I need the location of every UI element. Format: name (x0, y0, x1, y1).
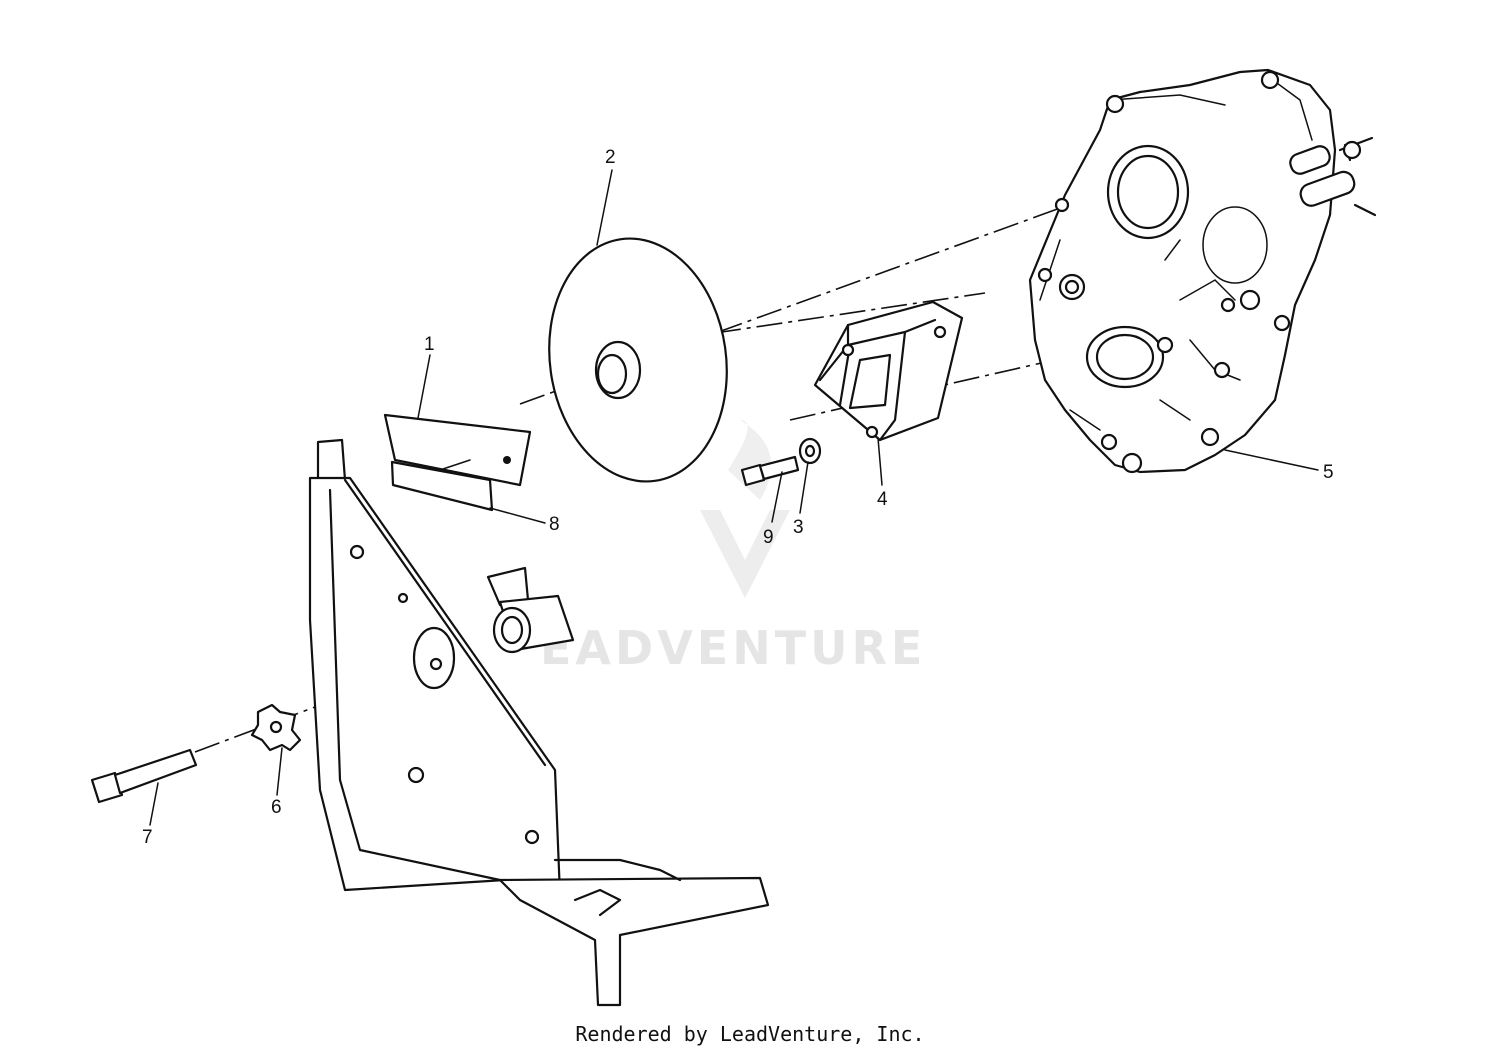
part-5-housing (1028, 68, 1377, 474)
part-3-washer (798, 437, 822, 465)
bushing (486, 566, 575, 654)
callout-9: 9 (763, 527, 774, 548)
watermark: EADVENTURE (540, 420, 926, 675)
watermark-logo-icon (700, 420, 790, 598)
part-6-star-washer (250, 703, 302, 752)
part-8-strip (390, 460, 494, 512)
callout-2: 2 (605, 147, 616, 168)
part-2-disc (548, 237, 728, 483)
callout-4: 4 (877, 489, 888, 510)
callout-1: 1 (424, 334, 435, 355)
callout-8: 8 (549, 514, 560, 535)
callout-7: 7 (142, 827, 153, 848)
part-7-bolt (90, 748, 198, 804)
callout-6: 6 (271, 797, 282, 818)
watermark-text: EADVENTURE (540, 621, 926, 675)
part-9-bolt (740, 455, 800, 487)
part-4-bracket (813, 300, 964, 442)
frame (308, 438, 770, 1007)
callout-3: 3 (793, 517, 804, 538)
leader-lines (149, 169, 1319, 826)
part-1-plate (383, 413, 532, 487)
callouts: 2 1 8 4 5 3 9 6 7 (142, 147, 1334, 848)
callout-5: 5 (1323, 462, 1334, 483)
render-credit: Rendered by LeadVenture, Inc. (575, 1022, 925, 1046)
